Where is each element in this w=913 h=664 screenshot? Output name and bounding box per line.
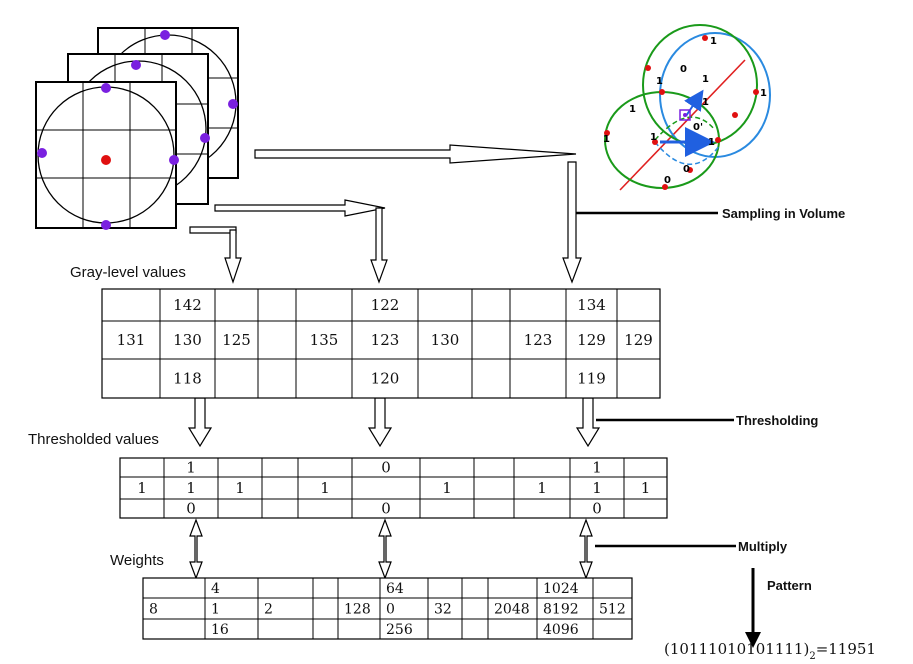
formula-result: =11951 — [816, 640, 876, 658]
gray-level-table-cell-left: 135 — [310, 331, 339, 349]
thresholded-table-cell-right: 1 — [641, 479, 651, 497]
svg-text:1: 1 — [629, 104, 636, 115]
arrow-sphere-down — [562, 161, 582, 284]
thresholded-table-cell-left: 1 — [137, 479, 147, 497]
thresholded-table-cell-left: 1 — [320, 479, 330, 497]
svg-text:1: 1 — [708, 137, 715, 148]
pattern-label: Pattern — [767, 578, 812, 593]
gray-level-table-cell-right: 130 — [431, 331, 460, 349]
svg-text:1: 1 — [656, 76, 663, 87]
multiply-label: Multiply — [738, 539, 788, 554]
weights-table-cell-left: 8 — [149, 602, 158, 618]
svg-text:1: 1 — [603, 134, 610, 145]
gray-level-table: 142 131 130 125 118 122 135 123 130 120 134 123 129 1… — [101, 288, 661, 399]
gray-level-table-cell-center: 130 — [173, 331, 202, 349]
weights-table-cell-center: 0 — [386, 602, 395, 618]
weights-table-cell-bottom: 16 — [211, 622, 229, 638]
svg-text:1: 1 — [702, 97, 709, 108]
svg-text:1: 1 — [710, 36, 717, 47]
gray-level-table-cell-top: 122 — [371, 296, 400, 314]
thresholded-table-cell-center: 1 — [186, 479, 196, 497]
svg-text:0: 0 — [664, 175, 671, 186]
svg-text:0': 0' — [693, 122, 703, 133]
weights-table-cell-right: 2 — [264, 602, 273, 618]
thresholded-table-cell-top: 0 — [381, 459, 391, 477]
weights-table-cell-top: 4 — [211, 581, 220, 597]
gray-level-table-cell-top: 142 — [173, 296, 202, 314]
blue-circle — [659, 32, 771, 158]
sample-points — [37, 30, 238, 230]
weights-table-cell-center: 8192 — [543, 602, 579, 618]
thresholded-table-cell-right: 1 — [442, 479, 452, 497]
svg-text:0: 0 — [683, 164, 690, 175]
weights-table-cell-bottom: 4096 — [543, 622, 579, 638]
gray-level-table-cell-center: 129 — [577, 331, 606, 349]
thresholded-table-cell-top: 1 — [592, 459, 602, 477]
gray-level-table-cell-top: 134 — [577, 296, 606, 314]
svg-text:1: 1 — [702, 74, 709, 85]
time-axis — [619, 59, 746, 191]
formula-bits: (10111010101111) — [664, 640, 809, 658]
frame-stack — [35, 27, 239, 230]
svg-text:1: 1 — [760, 88, 767, 99]
gray-level-table-cell-bottom: 119 — [577, 370, 606, 388]
thresholded-table-cell-right: 1 — [235, 479, 245, 497]
gray-level-table-cell-right: 125 — [222, 331, 251, 349]
gray-level-table-cell-left: 123 — [524, 331, 553, 349]
thresholded-table-cell-left: 1 — [537, 479, 547, 497]
thresholded-table-cell-bottom: 0 — [592, 500, 602, 518]
gray-level-table-cell-center: 123 — [371, 331, 400, 349]
formula-base: 2 — [809, 651, 815, 662]
thresholded-table-cell-center: 1 — [592, 479, 602, 497]
arrow-to-sphere — [254, 144, 577, 164]
sampling-label: Sampling in Volume — [722, 206, 845, 221]
svg-text:0: 0 — [680, 64, 687, 75]
weights-table-cell-right: 32 — [434, 602, 452, 618]
gray-level-label: Gray-level values — [70, 264, 186, 281]
center-pixel — [101, 155, 111, 165]
gray-level-table-cell-right: 129 — [624, 331, 653, 349]
sphere-bit-labels: 1 0 1 1 1 1 1 1 0' 1 1 0 0 — [603, 36, 767, 186]
sampling-sphere: 1 0 1 1 1 1 1 1 0' 1 1 0 0 — [603, 24, 771, 191]
pattern-formula: (10111010101111)2=11951 — [664, 640, 876, 662]
thresholded-table: 1 1 1 1 0 0 1 1 0 1 1 1 1 0 — [119, 457, 668, 519]
weights-table-cell-left: 128 — [344, 602, 371, 618]
gray-level-table-cell-bottom: 120 — [371, 370, 400, 388]
thresholded-table-cell-bottom: 0 — [381, 500, 391, 518]
thresholding-label: Thresholding — [736, 413, 818, 428]
weights-table-cell-left: 2048 — [494, 602, 530, 618]
hollow-arrows — [187, 144, 601, 580]
weights-table-cell-bottom: 256 — [386, 622, 413, 638]
thresholded-table-cell-bottom: 0 — [186, 500, 196, 518]
weights-table-cell-right: 512 — [599, 602, 626, 618]
weights-table-cell-top: 64 — [386, 581, 404, 597]
thresholded-table-cell-top: 1 — [186, 459, 196, 477]
svg-text:1: 1 — [650, 132, 657, 143]
gray-level-table-cell-bottom: 118 — [173, 370, 202, 388]
arrow-to-left — [189, 226, 237, 234]
weights-table-cell-center: 1 — [211, 602, 220, 618]
side-annotations: Sampling in Volume Thresholding Multiply… — [576, 206, 845, 648]
gray-level-table-cell-left: 131 — [117, 331, 146, 349]
arrow-to-middle — [214, 199, 386, 217]
weights-table-cell-top: 1024 — [543, 581, 579, 597]
thresholded-label: Thresholded values — [28, 431, 159, 448]
weights-label: Weights — [110, 552, 164, 569]
